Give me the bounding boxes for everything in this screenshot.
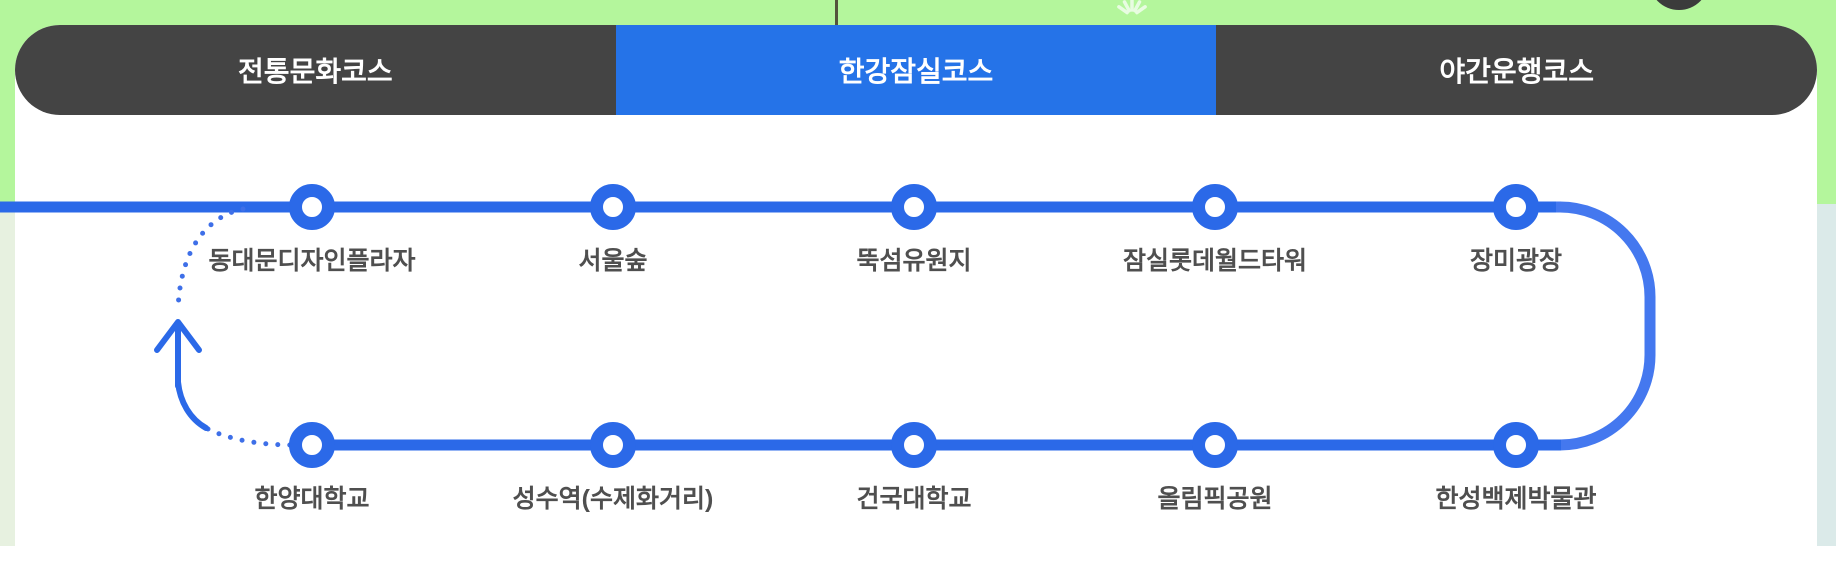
stop-label: 잠실롯데월드타워 — [1122, 247, 1307, 275]
stop-top-3: 뚝섬유원지 — [764, 184, 1064, 276]
stop-marker-icon — [891, 422, 937, 468]
stop-label: 서울숲 — [578, 247, 648, 275]
stop-label: 한성백제박물관 — [1435, 485, 1597, 513]
tab-traditional-culture-course[interactable]: 전통문화코스 — [15, 25, 616, 115]
stop-top-1: 동대문디자인플라자 — [162, 184, 462, 276]
stop-label: 장미광장 — [1469, 247, 1562, 275]
stop-bottom-2: 성수역(수제화거리) — [463, 422, 763, 514]
sparkle-icon — [1117, 0, 1147, 15]
stop-top-4: 잠실롯데월드타워 — [1065, 184, 1365, 276]
tab-hangang-jamsil-course[interactable]: 한강잠실코스 — [615, 25, 1217, 115]
stop-marker-icon — [289, 422, 335, 468]
stop-marker-icon — [289, 184, 335, 230]
stop-bottom-1: 한양대학교 — [162, 422, 462, 514]
stop-top-2: 서울숲 — [463, 184, 763, 276]
stop-marker-icon — [1192, 422, 1238, 468]
tab-label: 야간운행코스 — [1439, 56, 1594, 87]
stop-label: 동대문디자인플라자 — [208, 247, 416, 275]
stop-marker-icon — [891, 184, 937, 230]
stop-top-5: 장미광장 — [1366, 184, 1666, 276]
tab-night-operation-course[interactable]: 야간운행코스 — [1216, 25, 1817, 115]
stop-label: 뚝섬유원지 — [856, 247, 972, 275]
stop-label: 한양대학교 — [254, 485, 370, 513]
stop-marker-icon — [590, 184, 636, 230]
course-panel: 전통문화코스 한강잠실코스 야간운행코스 — [15, 25, 1817, 585]
mascot-circle-decoration — [1649, 0, 1709, 10]
stop-bottom-3: 건국대학교 — [764, 422, 1064, 514]
stop-marker-icon — [1493, 422, 1539, 468]
stop-label: 건국대학교 — [856, 485, 972, 513]
stop-label: 성수역(수제화거리) — [512, 485, 714, 513]
course-tab-bar: 전통문화코스 한강잠실코스 야간운행코스 — [15, 25, 1817, 115]
stop-bottom-4: 올림픽공원 — [1065, 422, 1365, 514]
stop-bottom-5: 한성백제박물관 — [1366, 422, 1666, 514]
stop-marker-icon — [1192, 184, 1238, 230]
stop-marker-icon — [590, 422, 636, 468]
tab-label: 한강잠실코스 — [838, 56, 994, 87]
stop-label: 올림픽공원 — [1157, 485, 1273, 513]
tab-label: 전통문화코스 — [238, 56, 393, 87]
stop-marker-icon — [1493, 184, 1539, 230]
signpost-pole-decoration — [835, 0, 838, 26]
